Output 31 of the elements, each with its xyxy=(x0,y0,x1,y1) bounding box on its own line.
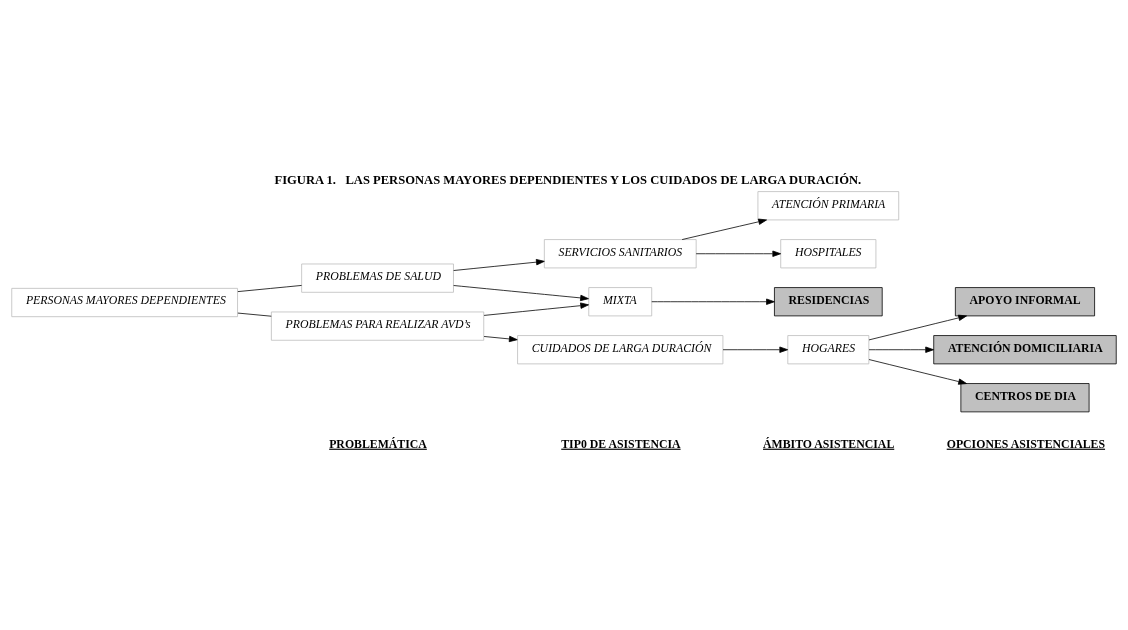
label: PROBLEMÁTICA xyxy=(329,436,427,451)
node-box: PROBLEMAS DE SALUD xyxy=(301,263,454,293)
label: ÁMBITO ASISTENCIAL xyxy=(763,436,895,451)
arrow xyxy=(695,250,782,257)
arrow xyxy=(868,358,967,385)
node-box: RESIDENCIAS xyxy=(774,286,883,316)
label: TIP0 DE ASISTENCIA xyxy=(561,436,681,451)
connector xyxy=(237,284,302,292)
arrow xyxy=(681,218,767,240)
node-box: ATENCIÓN PRIMARIA xyxy=(757,190,900,220)
node-box: APOYO INFORMAL xyxy=(954,286,1095,316)
node-box: HOGARES xyxy=(787,334,870,364)
arrow xyxy=(651,298,775,305)
node-box: ATENCIÓN DOMICILIARIA xyxy=(933,334,1117,364)
arrow xyxy=(722,346,789,353)
arrow xyxy=(453,258,545,271)
arrow xyxy=(868,314,967,340)
arrow xyxy=(453,284,589,301)
node-box: CENTROS DE DIA xyxy=(960,382,1090,412)
node-box: PERSONAS MAYORES DEPENDIENTES xyxy=(11,287,238,317)
node-box: MIXTA xyxy=(588,286,653,316)
label: OPCIONES ASISTENCIALES xyxy=(946,436,1106,451)
arrow xyxy=(868,346,934,353)
connector xyxy=(237,312,272,317)
arrow xyxy=(483,302,589,316)
arrow xyxy=(483,335,518,342)
node-box: CUIDADOS DE LARGA DURACIÓN xyxy=(517,334,724,364)
node-box: SERVICIOS SANITARIOS xyxy=(543,238,697,268)
node-box: HOSPITALES xyxy=(780,238,877,268)
diagram-title: FIGURA 1. LAS PERSONAS MAYORES DEPENDIENTES Y LOS CUIDADOS DE LARGA DURACIÓN. xyxy=(274,172,862,187)
node-box: PROBLEMAS PARA REALIZAR AVD’s xyxy=(270,311,485,341)
